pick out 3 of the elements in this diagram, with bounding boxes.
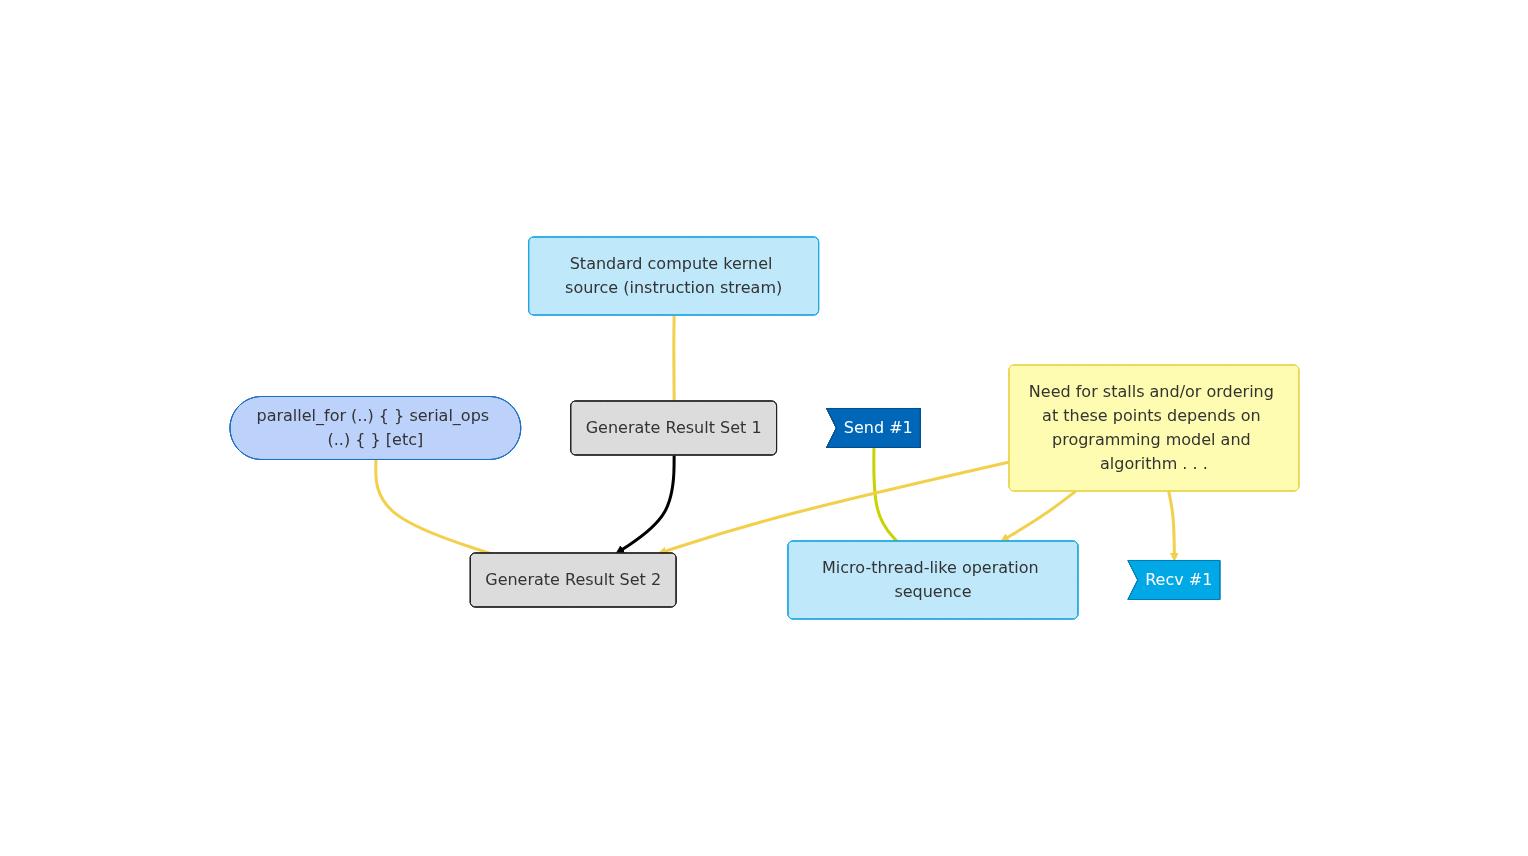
arrow [615, 455, 676, 554]
connector [671, 315, 676, 402]
arrow [1166, 491, 1179, 562]
